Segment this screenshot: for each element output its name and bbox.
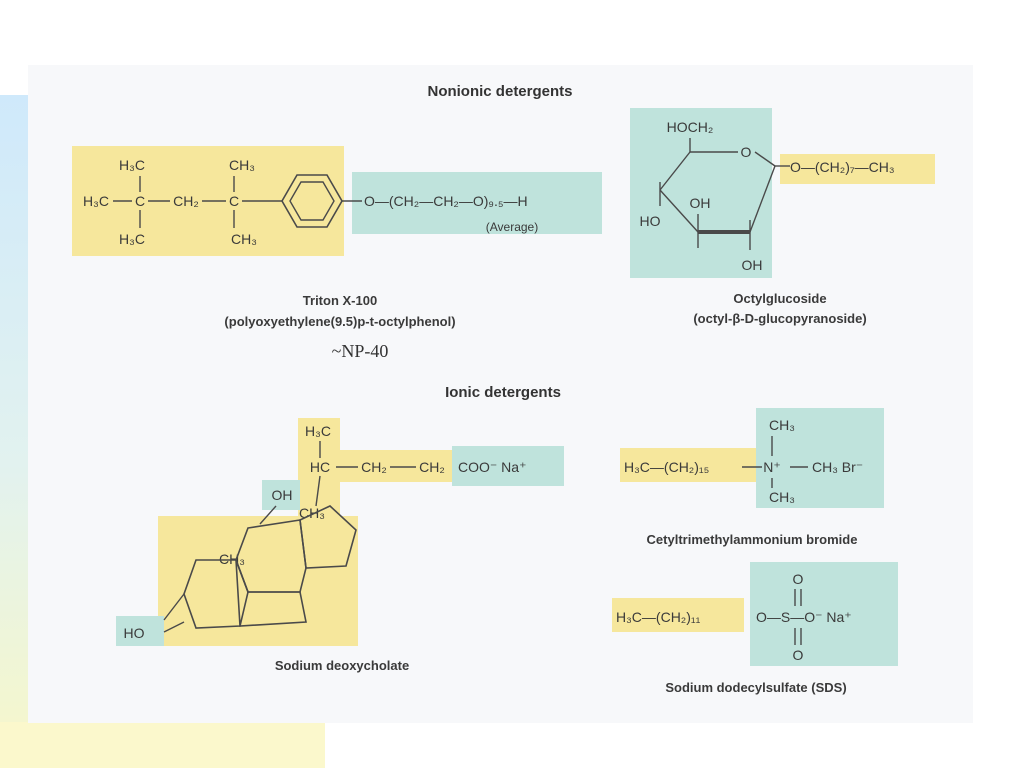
deoxycholate-h3c: H₃C xyxy=(305,423,331,439)
triton-name: Triton X-100 xyxy=(303,293,377,308)
sds-name: Sodium dodecylsulfate (SDS) xyxy=(665,680,846,695)
triton-c1: C xyxy=(135,193,145,209)
ctab-ch3-top: CH₃ xyxy=(769,417,795,433)
deoxycholate-sidechain-box-2 xyxy=(340,450,452,482)
triton-ch2: CH₂ xyxy=(173,193,199,209)
deoxycholate-name: Sodium deoxycholate xyxy=(275,658,409,673)
glucoside-hoch2: HOCH₂ xyxy=(667,119,714,135)
triton-average-label: (Average) xyxy=(486,220,538,234)
ctab-ch3-bottom: CH₃ xyxy=(769,489,795,505)
triton-polyoxyethylene-chain: O—(CH₂—CH₂—O)₉.₅—H xyxy=(364,193,528,209)
ctab-name: Cetyltrimethylammonium bromide xyxy=(647,532,858,547)
ionic-heading: Ionic detergents xyxy=(445,384,561,401)
slide-side-gradient xyxy=(0,95,28,768)
steroid-skeleton xyxy=(163,441,416,633)
sds-tail-box xyxy=(612,598,744,632)
deoxycholate-ch2-b: CH₂ xyxy=(419,459,445,475)
triton-bonds xyxy=(113,176,362,228)
triton-subname: (polyoxyethylene(9.5)p-t-octylphenol) xyxy=(224,314,455,329)
triton-ch3-bottom: CH₃ xyxy=(231,231,257,247)
slide-bottom-band xyxy=(0,722,325,768)
glucoside-hydrophobic-box xyxy=(780,154,935,184)
deoxycholate-ho: HO xyxy=(124,625,145,641)
deoxycholate-sidechain-box xyxy=(298,418,340,518)
glucoside-oh-bottom: OH xyxy=(742,257,763,273)
glucoside-octyl-tail: O—(CH₂)₇—CH₃ xyxy=(790,159,895,175)
nonionic-heading: Nonionic detergents xyxy=(427,83,572,100)
sds-sulfate-head: O—S—O⁻ Na⁺ xyxy=(756,609,852,625)
deoxycholate-ho-box xyxy=(116,616,164,646)
sds-oxygen-top: O xyxy=(793,571,804,587)
glucoside-name: Octylglucoside xyxy=(733,291,826,306)
ctab-ch3-right: CH₃ Br⁻ xyxy=(812,459,863,475)
deoxycholate-carboxylate-box xyxy=(452,446,564,486)
triton-h3c-bottom: H₃C xyxy=(119,231,145,247)
ctab-tail-box xyxy=(620,448,756,482)
glucoside-hydrophilic-box xyxy=(630,108,772,278)
benzene-ring xyxy=(281,174,343,228)
glucoside-subname: (octyl-β-D-glucopyranoside) xyxy=(693,311,866,326)
sds-double-bonds xyxy=(794,589,802,645)
glucoside-ring-oxygen: O xyxy=(741,144,752,160)
triton-c2: C xyxy=(229,193,239,209)
sds-tail: H₃C—(CH₂)₁₁ xyxy=(616,609,701,625)
deoxycholate-carboxylate: COO⁻ Na⁺ xyxy=(458,459,526,475)
deoxycholate-ch2-a: CH₂ xyxy=(361,459,387,475)
np40-annotation: ~NP-40 xyxy=(332,341,389,361)
ctab-tail: H₃C—(CH₂)₁₅ xyxy=(624,459,709,475)
triton-h3c-top: H₃C xyxy=(119,157,145,173)
ctab-head-box xyxy=(756,408,884,508)
deoxycholate-hc: HC xyxy=(310,459,330,475)
glucoside-ho-left: HO xyxy=(640,213,661,229)
ctab-bonds xyxy=(771,436,808,488)
sds-head-box xyxy=(750,562,898,666)
deoxycholate-ch3-lower: CH₃ xyxy=(219,551,245,567)
triton-h3c-left: H₃C xyxy=(83,193,109,209)
ctab-nitrogen: N⁺ xyxy=(763,459,781,475)
triton-ch3-top: CH₃ xyxy=(229,157,255,173)
glucoside-oh-top: OH xyxy=(690,195,711,211)
deoxycholate-oh-box xyxy=(262,480,300,510)
deoxycholate-oh: OH xyxy=(272,487,293,503)
glucopyranose-ring xyxy=(659,138,790,250)
sds-oxygen-bottom: O xyxy=(793,647,804,663)
triton-hydrophilic-box xyxy=(352,172,602,234)
